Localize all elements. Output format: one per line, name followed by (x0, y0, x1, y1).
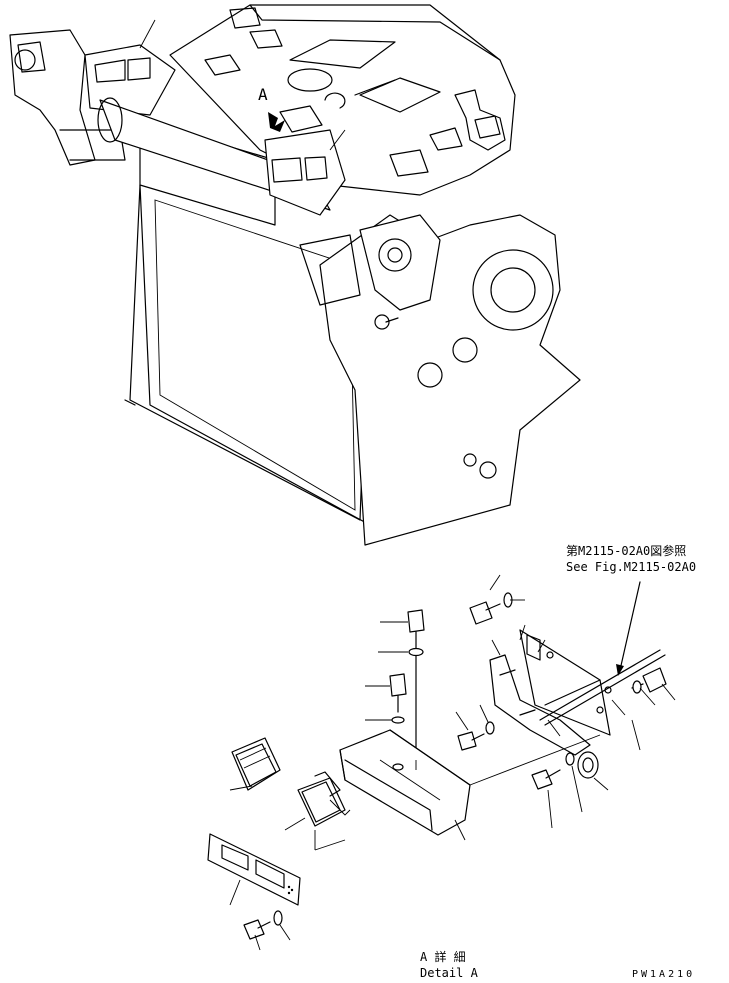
figure-code: PW1A210 (632, 969, 696, 980)
detail-a-assembly (207, 592, 667, 940)
machine-frame-assembly (9, 4, 581, 546)
upper-leader-lines (139, 19, 346, 151)
detail-caption-jp: A 詳 細 (420, 950, 466, 964)
reference-en: See Fig.M2115-02A0 (566, 560, 697, 574)
view-marker-a: A (258, 85, 268, 104)
detail-caption-en: Detail A (420, 966, 478, 980)
reference-jp: 第M2115-02A0図参照 (566, 544, 687, 558)
detail-leader-lines (229, 574, 676, 951)
